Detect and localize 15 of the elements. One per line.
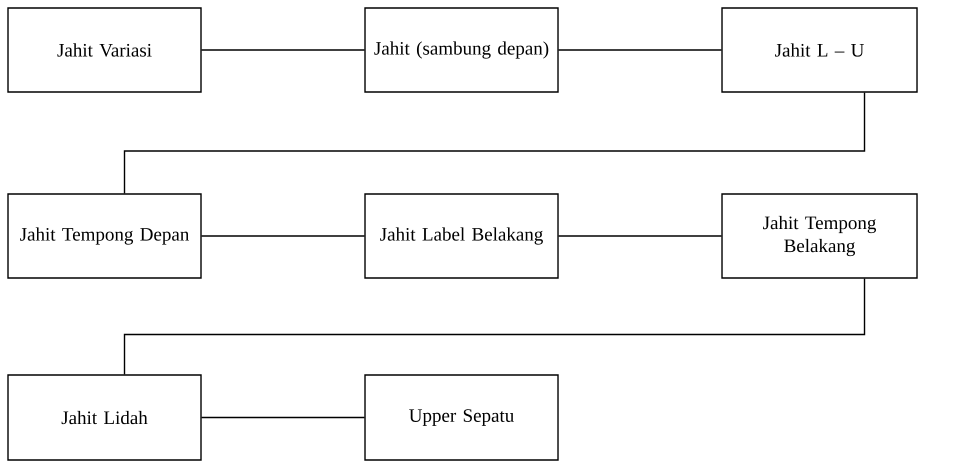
process-box: Jahit Tempong Depan: [7, 193, 202, 279]
connector-line: [202, 49, 364, 51]
connector-line: [558, 235, 722, 237]
process-box: Jahit Tempong Belakang: [721, 193, 918, 279]
connector-line: [202, 416, 364, 418]
connector-line: [202, 235, 364, 237]
connector-line: [124, 92, 866, 194]
process-box: Upper Sepatu: [364, 374, 559, 461]
process-box: Jahit Lidah: [7, 374, 202, 461]
process-box: Jahit L – U: [721, 7, 918, 93]
process-box: Jahit Label Belakang: [364, 193, 559, 279]
process-box: Jahit (sambung depan): [364, 7, 559, 93]
process-box: Jahit Variasi: [7, 7, 202, 93]
connector-line: [558, 49, 722, 51]
connector-line: [124, 278, 866, 374]
